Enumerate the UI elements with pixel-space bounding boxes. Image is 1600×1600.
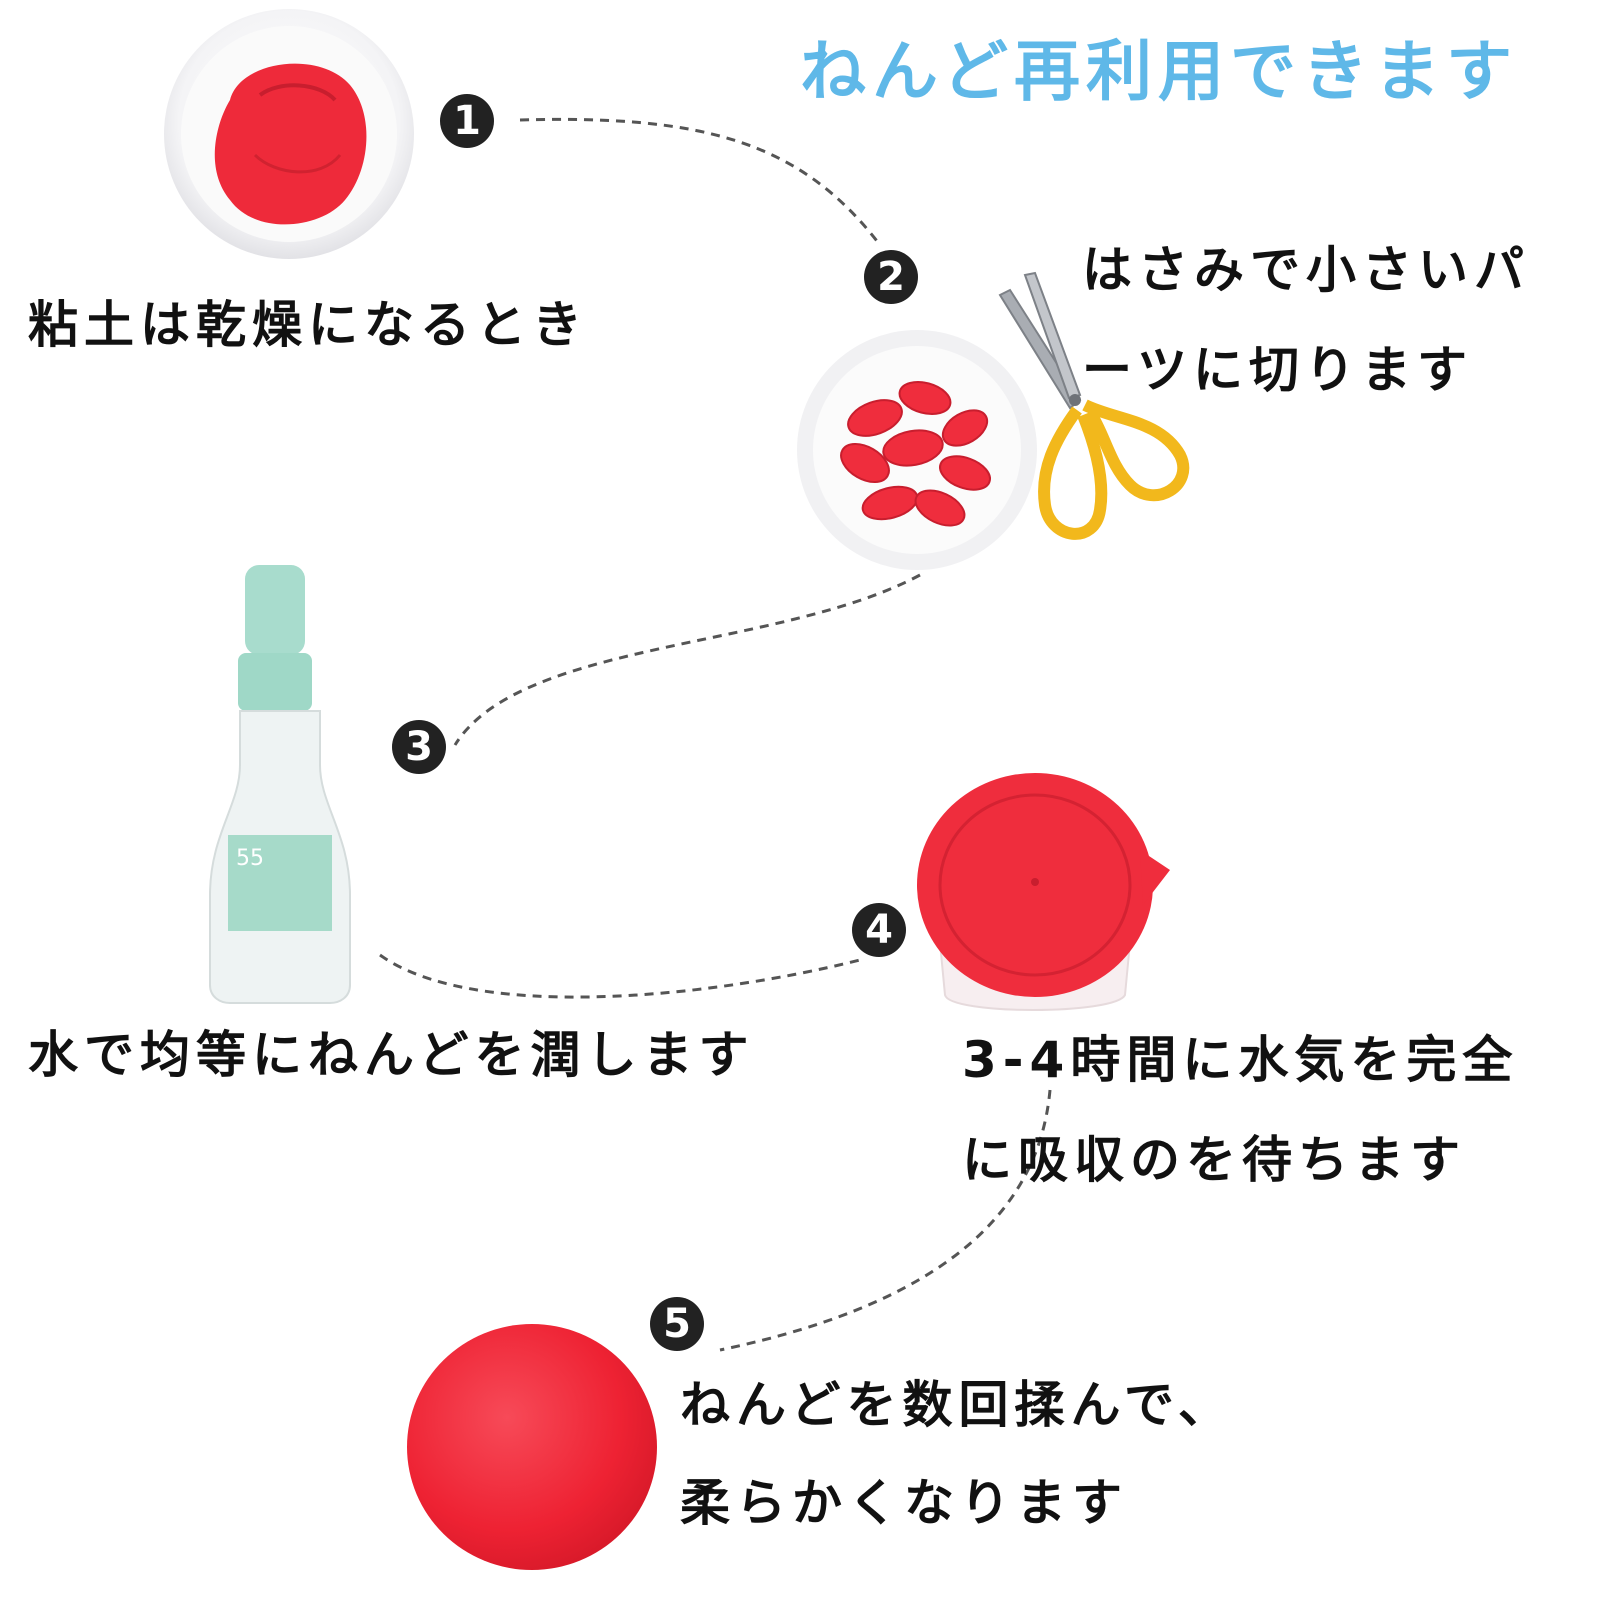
dry-clay-bowl-image — [160, 5, 418, 263]
clay-ball-image — [405, 1322, 660, 1572]
step-2-caption-line-1: はさみで小さいパ — [1082, 241, 1530, 299]
step-5-badge: 5 — [650, 1297, 704, 1351]
cut-clay-bowl-image — [795, 328, 1040, 573]
spray-bottle-image: 55 — [200, 565, 360, 1005]
step-3-caption: 水で均等にねんどを潤します — [28, 1026, 755, 1084]
step-1-badge: 1 — [440, 94, 494, 148]
step-4-badge: 4 — [852, 903, 906, 957]
step-4-caption-line-1: 3-4時間に水気を完全 — [962, 1031, 1519, 1089]
page-title: ねんど再利用できます — [800, 33, 1519, 110]
step-2-badge: 2 — [864, 250, 918, 304]
step-2-caption-line-2: ーツに切ります — [1082, 341, 1473, 399]
step-1-caption: 粘土は乾燥になるとき — [28, 296, 588, 354]
bottle-label-text: 55 — [236, 846, 264, 871]
step-5-caption-line-1: ねんどを数回揉んで、 — [680, 1376, 1234, 1434]
sealed-container-image — [915, 770, 1175, 1025]
step-5-caption-line-2: 柔らかくなります — [680, 1474, 1128, 1532]
scissors-image — [985, 270, 1195, 550]
step-3-badge: 3 — [392, 720, 446, 774]
step-4-caption-line-2: に吸収のを待ちます — [962, 1131, 1466, 1189]
